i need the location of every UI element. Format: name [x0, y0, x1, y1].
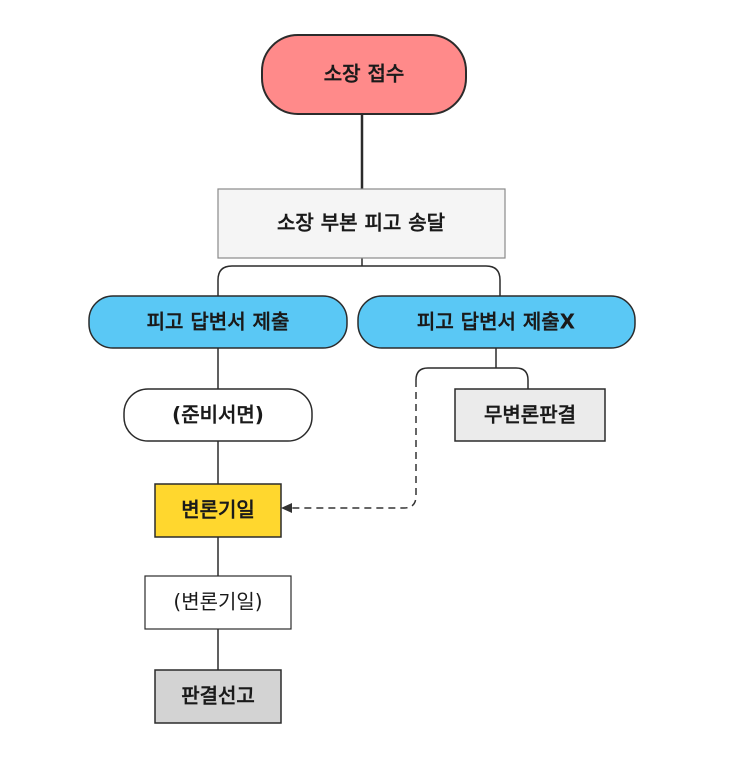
node-complaint-filed-label: 소장 접수: [324, 62, 405, 86]
connector-dashed-to-hearing: [290, 380, 417, 509]
node-answer-filed: 피고 답변서 제출: [88, 295, 348, 349]
node-prep-brief: (준비서면): [123, 388, 313, 442]
node-copy-served-label: 소장 부본 피고 송달: [277, 211, 446, 235]
node-complaint-filed: 소장 접수: [261, 34, 467, 115]
node-default-judgment: 무변론판결: [454, 388, 606, 442]
node-answer-not-filed: 피고 답변서 제출X: [357, 295, 636, 349]
node-answer-filed-label: 피고 답변서 제출: [147, 310, 290, 334]
node-hearing-date: 변론기일: [154, 483, 282, 538]
node-copy-served: 소장 부본 피고 송달: [217, 188, 506, 259]
node-prep-brief-label: (준비서면): [172, 403, 264, 427]
arrowhead-icon: [281, 503, 292, 513]
node-answer-not-filed-label: 피고 답변서 제출X: [417, 310, 576, 334]
node-hearing-date-repeat-label: (변론기일): [173, 590, 262, 614]
node-hearing-date-label: 변론기일: [181, 498, 255, 522]
connector-no-answer-split: [415, 348, 529, 389]
connector-served-branch: [217, 258, 501, 296]
node-default-judgment-label: 무변론판결: [484, 403, 576, 427]
node-judgment: 판결선고: [154, 669, 282, 724]
node-judgment-label: 판결선고: [181, 684, 255, 708]
node-hearing-date-repeat: (변론기일): [144, 575, 292, 630]
